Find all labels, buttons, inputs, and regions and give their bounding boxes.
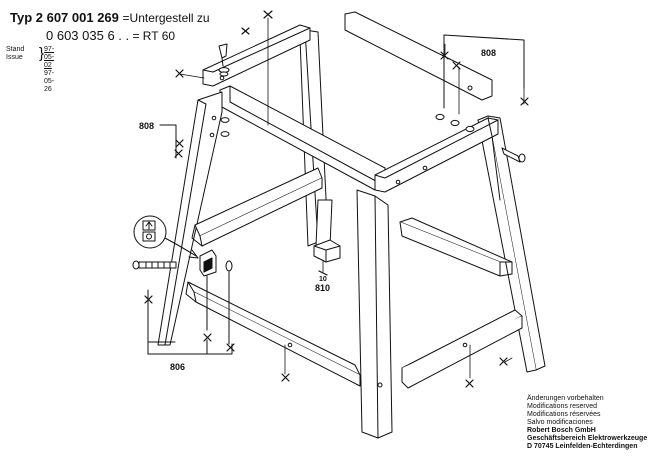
issue-label: Issue <box>6 54 23 61</box>
hardware-left-washers <box>220 117 230 137</box>
callout-tags <box>144 10 529 388</box>
leg-back-right <box>477 115 546 373</box>
footer-address: D 70745 Leinfelden-Echterdingen <box>527 443 638 450</box>
foot-cap <box>313 239 341 263</box>
type-number: Typ 2 607 001 269 <box>10 10 119 25</box>
stand-date: 97-05-02 <box>44 46 55 69</box>
lower-brace-right-back <box>399 217 513 277</box>
model-line: 0 603 035 6 . . = RT 60 <box>46 28 175 43</box>
stand-issue-block: Stand Issue } 97-05-02 97-05-26 <box>6 46 54 94</box>
bracket-808-left <box>159 124 177 159</box>
leg-front-right-upper <box>487 117 501 201</box>
issue-date: 97-05-26 <box>44 70 55 93</box>
hardware-right-bolt <box>501 147 526 163</box>
leg-front-left <box>157 91 223 346</box>
title-block: Typ 2 607 001 269 =Untergestell zu <box>10 10 210 25</box>
top-rail-back <box>344 11 493 101</box>
label-808-left: 808 <box>139 121 154 131</box>
hardware-washer-lower <box>225 260 233 272</box>
footer-company: Robert Bosch GmbH <box>527 427 596 434</box>
hardware-clamp-bracket <box>199 249 217 277</box>
lower-brace-front-left <box>185 281 361 387</box>
hardware-right-washers <box>435 113 475 133</box>
label-810: 810 <box>315 283 330 293</box>
hardware-top-left <box>218 43 230 77</box>
footer-notice: Änderungen vorbehalten Modifications res… <box>527 395 647 451</box>
label-806: 806 <box>170 362 185 372</box>
leg-front-center <box>356 189 393 439</box>
detail-inset-circle <box>133 215 199 259</box>
leg-back-center-lower <box>315 199 333 247</box>
stand-label: Stand <box>6 46 25 53</box>
label-808-right: 808 <box>481 48 496 58</box>
footer-line-1: Änderungen vorbehalten <box>527 395 604 402</box>
hardware-long-bolt <box>132 260 177 270</box>
brace-glyph: } <box>39 45 45 62</box>
lower-brace-left-back <box>191 167 323 247</box>
top-rail-left-back <box>202 24 311 87</box>
lower-brace-front-right <box>401 309 523 389</box>
model-number: 0 603 035 6 . . <box>46 28 130 43</box>
footer-line-3: Modifications réservées <box>527 411 601 418</box>
label-810-top: 10 <box>319 276 327 283</box>
footer-division: Geschäftsbereich Elektrowerkzeuge <box>527 435 648 442</box>
leader-lines <box>179 17 525 379</box>
type-description: =Untergestell zu <box>122 11 210 25</box>
top-rail-front-right <box>374 117 499 193</box>
model-description: = RT 60 <box>132 29 176 43</box>
footer-line-2: Modifications reserved <box>527 403 598 410</box>
type-line: Typ 2 607 001 269 =Untergestell zu <box>10 10 210 25</box>
footer-line-4: Salvo modificaciones <box>527 419 593 426</box>
